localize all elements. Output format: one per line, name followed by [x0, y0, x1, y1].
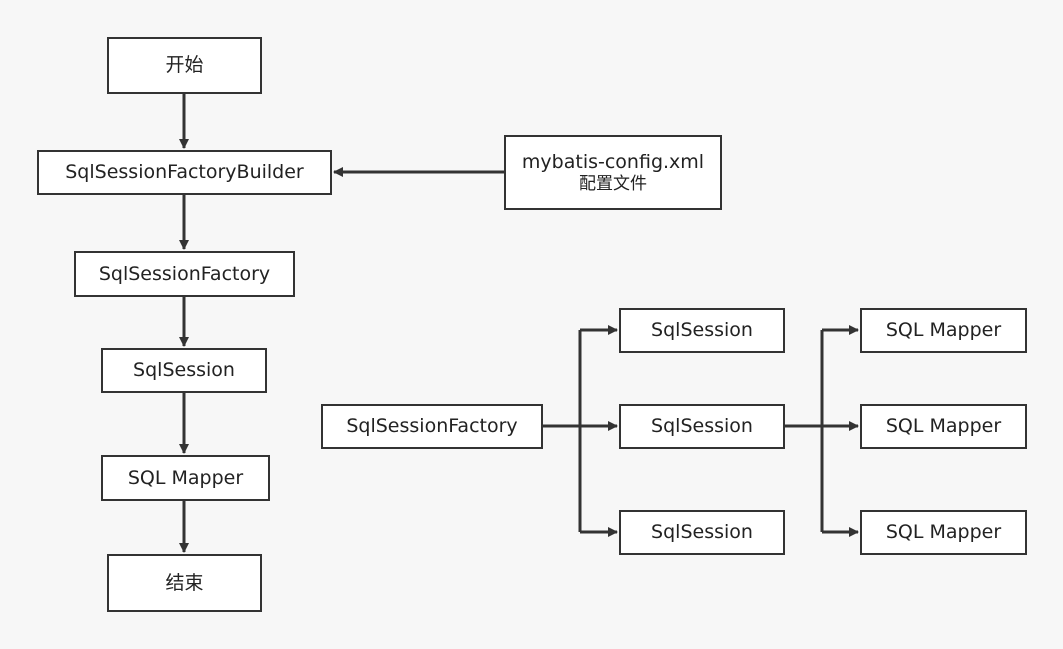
node-factory-label: SqlSessionFactory: [98, 262, 271, 285]
node-mapper-label: SQL Mapper: [127, 466, 244, 489]
node-sqlsessionfactory: SqlSessionFactory: [74, 251, 295, 297]
fanout-factory-label: SqlSessionFactory: [346, 415, 518, 437]
fanout-sqlsession-2: SqlSession: [619, 404, 785, 449]
node-builder-label: SqlSessionFactoryBuilder: [65, 161, 304, 183]
fanout-sqlsessionfactory: SqlSessionFactory: [321, 404, 543, 449]
fanout-sql-mapper-3: SQL Mapper: [860, 510, 1027, 555]
node-session-label: SqlSession: [133, 359, 235, 381]
fanout-sql-mapper-1: SQL Mapper: [860, 308, 1027, 353]
fanout-sqlsession-1: SqlSession: [619, 308, 785, 353]
fanout-sqlsession-3: SqlSession: [619, 510, 785, 555]
node-start-label: 开始: [165, 54, 204, 76]
node-mybatis-config: mybatis-config.xml 配置文件: [504, 135, 722, 210]
fanout-session-label: SqlSession: [651, 319, 753, 341]
fanout-mapper-label: SQL Mapper: [885, 319, 1002, 341]
fanout-sql-mapper-2: SQL Mapper: [860, 404, 1027, 449]
node-config-caption: 配置文件: [579, 173, 647, 194]
node-end: 结束: [107, 554, 262, 612]
node-sqlsession: SqlSession: [101, 348, 267, 393]
fanout-session-label: SqlSession: [651, 521, 753, 543]
node-sqlsessionfactorybuilder: SqlSessionFactoryBuilder: [37, 150, 332, 195]
node-config-filename: mybatis-config.xml: [521, 150, 705, 173]
fanout-mapper-label: SQL Mapper: [885, 415, 1002, 437]
fanout-mapper-label: SQL Mapper: [885, 521, 1002, 543]
fanout-session-label: SqlSession: [651, 415, 753, 437]
node-start: 开始: [107, 37, 262, 94]
node-end-label: 结束: [165, 571, 204, 594]
node-sql-mapper: SQL Mapper: [101, 455, 270, 501]
